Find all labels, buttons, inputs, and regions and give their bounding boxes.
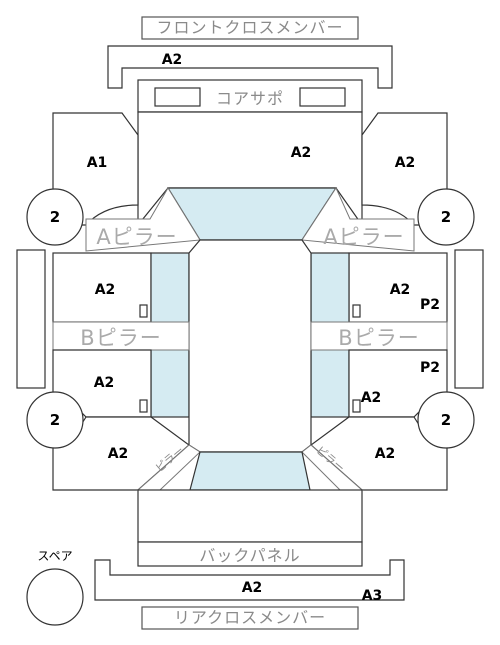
back-panel-label: バックパネル	[199, 546, 300, 565]
trunk-lid	[137, 489, 363, 543]
door-handle-front-right	[352, 304, 361, 318]
spare-label: スペア	[37, 549, 72, 563]
rear-cross-member-label: リアクロスメンバー	[174, 608, 326, 627]
wheel-rear-right-grade: 2	[441, 411, 451, 429]
wheel-rear-left	[26, 391, 84, 449]
rear-bumper-extra-grade: A3	[362, 588, 383, 604]
spare-tire	[26, 568, 84, 626]
front-bumper-grade: A2	[162, 52, 183, 68]
rear-bumper-outline	[94, 559, 405, 601]
hood-grade: A2	[291, 145, 312, 161]
side-sill-left	[16, 249, 46, 389]
front-door-left-grade: A2	[95, 282, 116, 298]
b-pillar-left-label: Bピラー	[80, 326, 161, 350]
front-door-right-grade: A2	[390, 282, 411, 298]
a-pillar-right-label: Aピラー	[323, 225, 404, 249]
rear-door-right-grade: A2	[361, 390, 382, 406]
a-pillar-left-label: Aピラー	[96, 225, 177, 249]
rear-window	[189, 451, 311, 491]
front-cross-member-box	[141, 16, 359, 40]
roof-panel	[188, 239, 312, 453]
front-door-right-paint: P2	[420, 297, 440, 313]
wheel-rear-left-grade: 2	[50, 411, 60, 429]
b-pillar-right	[310, 321, 448, 351]
rear-bumper-grade: A2	[242, 580, 263, 596]
front-door-left	[52, 252, 152, 323]
front-cross-member-label: フロントクロスメンバー	[156, 18, 343, 37]
core-support-label: コアサポ	[216, 89, 284, 108]
front-bumper-outline	[107, 45, 393, 89]
door-handle-front-left	[139, 304, 148, 318]
rear-quarter-right-grade: A2	[375, 446, 396, 462]
wheel-rear-right	[417, 391, 475, 449]
a-pillar-right	[301, 186, 415, 252]
wheel-front-right	[417, 188, 475, 246]
back-panel-box	[137, 541, 363, 567]
a-pillar-left	[85, 187, 201, 252]
wheel-front-left-grade: 2	[50, 208, 60, 226]
b-pillar-right-label: Bピラー	[338, 326, 419, 350]
wheel-front-left	[26, 188, 84, 246]
side-sill-right	[454, 249, 484, 389]
rear-quarter-left-grade: A2	[108, 446, 129, 462]
wheel-front-right-grade: 2	[441, 208, 451, 226]
rear-door-right-paint: P2	[420, 360, 440, 376]
front-fender-right-grade: A2	[395, 155, 416, 171]
rear-cross-member-box	[141, 606, 359, 630]
headlight-left	[154, 87, 201, 107]
front-fender-left-grade: A1	[87, 155, 108, 171]
door-handle-rear-left	[139, 399, 148, 413]
door-handle-rear-right	[352, 399, 361, 413]
headlight-right	[299, 87, 346, 107]
rear-door-left-grade: A2	[94, 375, 115, 391]
